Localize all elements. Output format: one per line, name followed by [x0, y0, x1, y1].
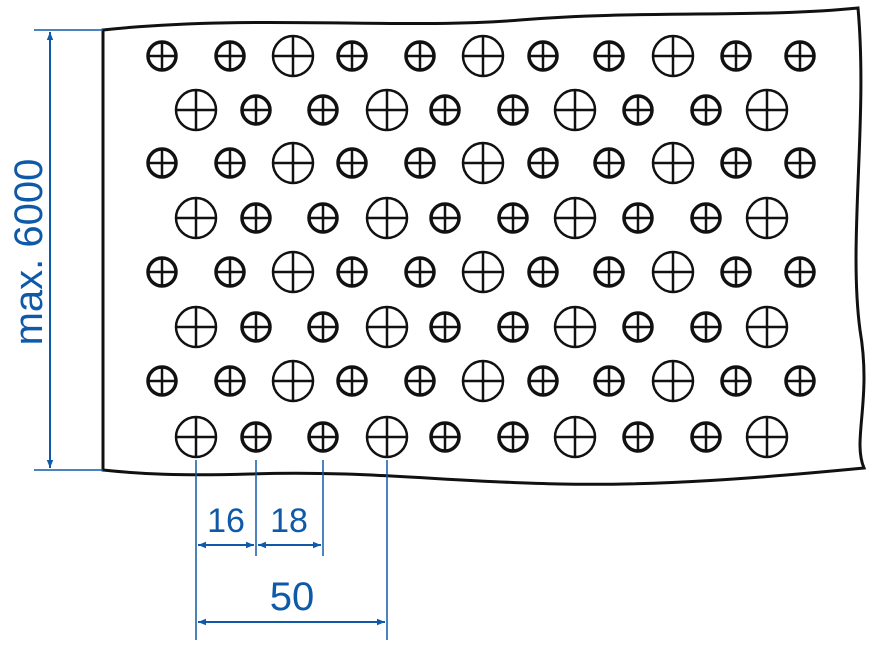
hole-small	[497, 421, 529, 453]
hole-large	[174, 305, 218, 349]
hole-small	[593, 40, 625, 72]
hole-small	[307, 94, 339, 126]
height-dimension: max. 6000	[7, 29, 103, 471]
spacing-a-label: 16	[207, 502, 245, 540]
hole-small	[784, 147, 816, 179]
hole-small	[214, 147, 246, 179]
hole-large	[461, 359, 505, 403]
hole-small	[784, 365, 816, 397]
hole-small	[784, 40, 816, 72]
hole-small	[240, 94, 272, 126]
hole-small	[240, 311, 272, 343]
hole-small	[240, 421, 272, 453]
hole-small	[336, 256, 368, 288]
hole-large	[461, 250, 505, 294]
hole-small	[429, 202, 461, 234]
hole-small	[336, 147, 368, 179]
hole-pattern	[146, 34, 816, 459]
hole-small	[527, 147, 559, 179]
hole-small	[497, 202, 529, 234]
hole-large	[461, 34, 505, 78]
hole-large	[365, 415, 409, 459]
spacing-b-label: 18	[270, 502, 308, 540]
hole-small	[622, 311, 654, 343]
hole-large	[365, 88, 409, 132]
hole-small	[497, 94, 529, 126]
height-label: max. 6000	[7, 159, 51, 346]
hole-large	[745, 305, 789, 349]
hole-small	[690, 202, 722, 234]
hole-small	[146, 256, 178, 288]
spacing-dimensions: 16 18 50	[195, 460, 388, 640]
hole-large	[271, 250, 315, 294]
hole-small	[720, 256, 752, 288]
hole-small	[527, 256, 559, 288]
hole-small	[404, 40, 436, 72]
hole-small	[593, 147, 625, 179]
hole-large	[365, 305, 409, 349]
hole-large	[651, 250, 695, 294]
hole-large	[745, 196, 789, 240]
hole-small	[214, 365, 246, 397]
hole-large	[174, 415, 218, 459]
hole-large	[553, 196, 597, 240]
hole-small	[146, 147, 178, 179]
hole-small	[307, 202, 339, 234]
sheet-outline	[101, 6, 867, 486]
hole-small	[497, 311, 529, 343]
hole-small	[690, 94, 722, 126]
hole-small	[593, 256, 625, 288]
hole-large	[651, 359, 695, 403]
hole-small	[593, 365, 625, 397]
hole-small	[336, 365, 368, 397]
hole-small	[429, 311, 461, 343]
hole-small	[527, 40, 559, 72]
hole-small	[720, 147, 752, 179]
hole-large	[553, 305, 597, 349]
hole-large	[365, 196, 409, 240]
hole-small	[622, 421, 654, 453]
hole-large	[745, 88, 789, 132]
hole-small	[146, 40, 178, 72]
hole-small	[240, 202, 272, 234]
hole-small	[720, 365, 752, 397]
hole-small	[404, 365, 436, 397]
hole-small	[336, 40, 368, 72]
hole-small	[307, 311, 339, 343]
hole-small	[622, 94, 654, 126]
hole-small	[690, 421, 722, 453]
hole-small	[429, 421, 461, 453]
hole-small	[404, 147, 436, 179]
hole-small	[214, 40, 246, 72]
hole-small	[690, 311, 722, 343]
hole-large	[271, 359, 315, 403]
hole-small	[527, 365, 559, 397]
hole-large	[461, 141, 505, 185]
hole-small	[307, 421, 339, 453]
hole-large	[553, 415, 597, 459]
hole-small	[146, 365, 178, 397]
hole-large	[174, 196, 218, 240]
hole-small	[784, 256, 816, 288]
hole-small	[429, 94, 461, 126]
hole-large	[745, 415, 789, 459]
hole-small	[720, 40, 752, 72]
hole-large	[271, 34, 315, 78]
hole-small	[214, 256, 246, 288]
hole-large	[651, 34, 695, 78]
hole-small	[622, 202, 654, 234]
hole-large	[271, 141, 315, 185]
pitch-label: 50	[270, 575, 315, 619]
hole-large	[174, 88, 218, 132]
hole-large	[553, 88, 597, 132]
hole-large	[651, 141, 695, 185]
hole-small	[404, 256, 436, 288]
